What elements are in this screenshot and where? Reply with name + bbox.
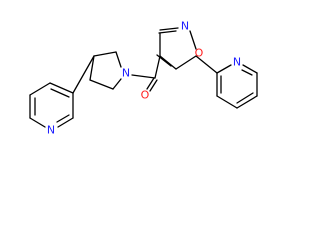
bond [93, 51, 117, 57]
pyridine-left-nitrogen-label: N [47, 124, 55, 137]
bond [146, 77, 155, 90]
bond [216, 64, 232, 74]
bond [242, 64, 258, 74]
bond [149, 79, 158, 92]
bond [158, 30, 177, 34]
isoxazole-oxygen-label: O [195, 47, 204, 60]
chemical-structure: N O O N N N [29, 20, 258, 137]
carbonyl-oxygen-label: O [141, 89, 150, 102]
bond [236, 92, 254, 104]
isoxazole-ring [156, 27, 197, 70]
bond [57, 117, 74, 128]
bond [154, 55, 161, 79]
bond [216, 95, 238, 109]
carbonyl-group [131, 55, 161, 92]
bond [89, 79, 114, 90]
bond [49, 82, 74, 94]
bond [89, 55, 95, 81]
bond [241, 69, 253, 76]
bond [112, 78, 122, 90]
bond [195, 55, 218, 74]
bond [72, 55, 95, 94]
bond [50, 88, 70, 98]
bond [159, 55, 177, 70]
pyridine-ring-right [216, 64, 258, 109]
bond [159, 27, 179, 31]
bond [29, 117, 46, 128]
bond [236, 95, 258, 109]
pyrrolidine-ring [89, 51, 122, 90]
bond [29, 82, 51, 96]
bond [175, 55, 197, 70]
bond [131, 74, 156, 79]
bond [115, 51, 122, 68]
bond [189, 30, 197, 50]
isoxazole-nitrogen-label: N [181, 20, 189, 33]
pyridine-right-nitrogen-label: N [233, 56, 241, 69]
pyridine-ring-left [29, 82, 74, 128]
bond [56, 114, 70, 123]
pyrrolidine-nitrogen-label: N [122, 67, 130, 80]
